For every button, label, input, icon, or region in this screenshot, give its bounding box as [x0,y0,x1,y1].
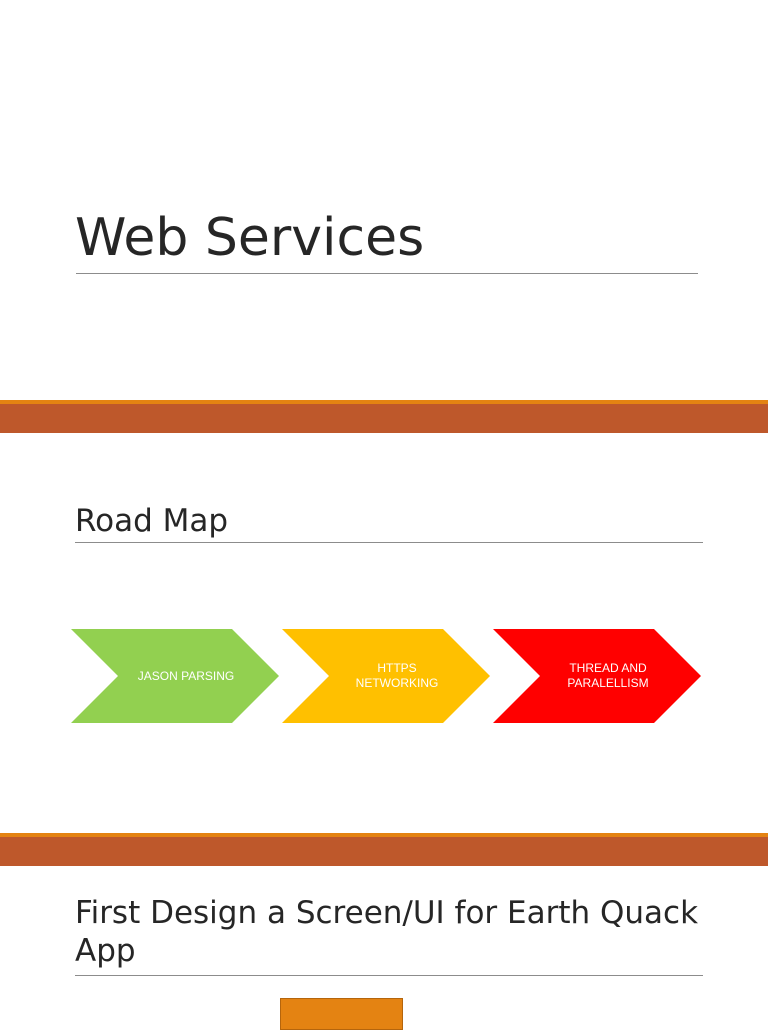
title-underline [76,273,698,274]
chevron-shape [71,629,279,723]
title-underline [75,542,703,543]
roadmap-step-thread-paralellism: THREAD AND PARALELLISM [493,629,701,723]
slide-title-road-map: Road Map [75,503,229,539]
roadmap-step-https-networking: HTTPS NETWORKING [282,629,490,723]
divider-accent-line [0,400,768,404]
chevron-shape [282,629,490,723]
divider-accent-line [0,833,768,837]
slide-web-services [0,0,768,400]
slide-title-first-design: First Design a Screen/UI for Earth Quack… [75,895,699,969]
roadmap-step-jason-parsing: JASON PARSING [71,629,279,723]
title-underline [75,975,703,976]
chevron-shape [493,629,701,723]
roadmap-step-label: HTTPS NETWORKING [355,661,439,690]
slide-divider [0,400,768,433]
roadmap-step-label: JASON PARSING [137,668,235,683]
orange-rectangle-shape [280,998,403,1030]
slide-title-web-services: Web Services [75,208,425,268]
slide-divider [0,833,768,866]
roadmap-step-label: THREAD AND PARALELLISM [567,661,649,690]
slide-first-design [0,866,768,1024]
